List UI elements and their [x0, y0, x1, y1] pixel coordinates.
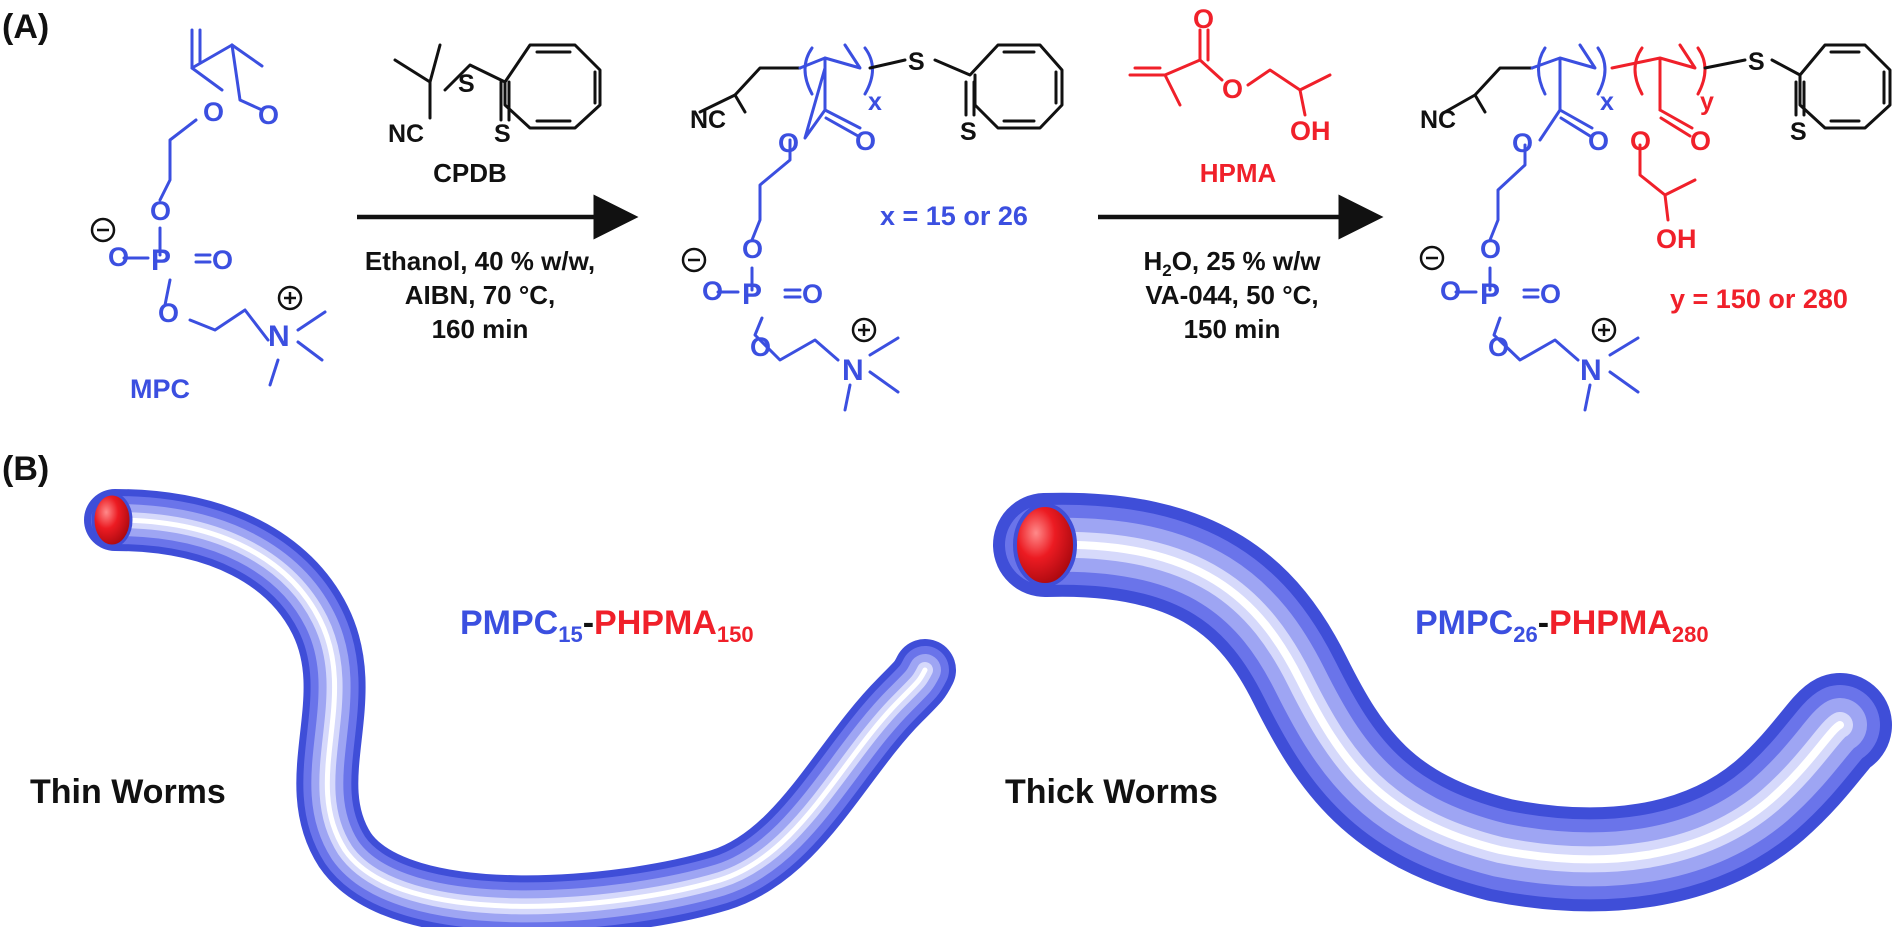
thin-worm-cap — [91, 492, 133, 548]
diblock-p-double-o: O — [1540, 279, 1561, 309]
hpma-ester-o: O — [1222, 74, 1243, 104]
x-value-label: x = 15 or 26 — [880, 201, 1028, 231]
thick-worm-composition: PMPC26-PHPMA280 — [1415, 604, 1709, 647]
diblock-copolymer-structure: NC S S x y O O O O OH O O P O O N — [1419, 43, 1892, 412]
cpdb-label: CPDB — [433, 158, 507, 188]
thick-worm-cap — [1013, 503, 1077, 587]
plus-charge-icon — [851, 317, 877, 343]
diblock-o1: O — [1480, 234, 1501, 264]
diblock-pmpc-ester-o: O — [1512, 128, 1533, 158]
thin-worm — [84, 489, 956, 927]
thick-worms-label: Thick Worms — [1005, 773, 1218, 811]
pmpc-thio-s: S — [908, 48, 925, 76]
pmpc-o1: O — [742, 234, 763, 264]
pmpc-carbonyl-o: O — [855, 126, 876, 156]
conditions-2: H2O, 25 % w/w VA-044, 50 °C, 150 min — [1143, 246, 1321, 344]
pmpc-ester-o: O — [778, 128, 799, 158]
hpma-structure: O O OH HPMA — [1128, 4, 1332, 188]
plus-charge-icon — [1591, 317, 1617, 343]
pmpc-o-minus: O — [702, 276, 723, 306]
hpma-label: HPMA — [1200, 158, 1277, 188]
diblock-hydroxyl: OH — [1656, 224, 1697, 254]
mpc-label: MPC — [130, 374, 190, 404]
mpc-carbonyl-o: O — [258, 100, 279, 130]
pmpc-thione-s: S — [960, 118, 977, 146]
diblock-thione-s: S — [1790, 118, 1807, 146]
diblock-phpma-ester-o: O — [1630, 126, 1651, 156]
conditions-1-line-1: Ethanol, 40 % w/w, — [365, 246, 595, 276]
hpma-hydroxyl: OH — [1290, 116, 1331, 146]
thick-worm — [993, 492, 1892, 912]
diblock-o-minus: O — [1440, 276, 1461, 306]
mpc-o-minus: O — [108, 242, 129, 272]
diblock-phosphorus: P — [1480, 278, 1500, 311]
plus-charge-icon — [277, 285, 303, 311]
panel-a-label: (A) — [2, 8, 49, 46]
conditions-1: Ethanol, 40 % w/w, AIBN, 70 °C, 160 min — [365, 246, 595, 344]
y-subscript: y — [1700, 88, 1714, 116]
conditions-1-line-3: 160 min — [432, 314, 529, 344]
pmpc-macro-cta-structure: NC S S x O O O O P O O N — [681, 43, 1064, 412]
panel-b-label: (B) — [2, 450, 49, 488]
minus-charge-icon — [90, 217, 116, 243]
mpc-o2: O — [158, 298, 179, 328]
diblock-o2: O — [1488, 332, 1509, 362]
mpc-o1: O — [150, 196, 171, 226]
thin-worms-label: Thin Worms — [30, 773, 226, 811]
conditions-1-line-2: AIBN, 70 °C, — [405, 280, 556, 310]
diblock-phpma-carbonyl-o: O — [1690, 126, 1711, 156]
mpc-p-double-o: O — [212, 245, 233, 275]
mpc-ester-o: O — [203, 97, 224, 127]
pmpc-p-double-o: O — [802, 279, 823, 309]
minus-charge-icon — [681, 247, 707, 273]
diblock-thio-s: S — [1748, 48, 1765, 76]
mpc-phosphorus: P — [151, 244, 171, 277]
diblock-pmpc-carbonyl-o: O — [1588, 126, 1609, 156]
hpma-carbonyl-o: O — [1193, 4, 1214, 34]
pmpc-phosphorus: P — [742, 278, 762, 311]
conditions-2-line-2: VA-044, 50 °C, — [1145, 280, 1318, 310]
conditions-2-line-3: 150 min — [1184, 314, 1281, 344]
x-subscript-2: x — [1600, 88, 1614, 116]
cpdb-thione-s: S — [494, 120, 511, 148]
y-value-label: y = 150 or 280 — [1670, 284, 1848, 314]
conditions-2-line-1: H2O, 25 % w/w — [1143, 246, 1321, 280]
mpc-nitrogen: N — [268, 320, 290, 353]
pmpc-nitrogen: N — [842, 354, 864, 387]
x-subscript-1: x — [868, 88, 882, 116]
pmpc-nitrile: NC — [690, 106, 726, 134]
cpdb-structure: S S NC CPDB — [388, 43, 602, 188]
pmpc-o2: O — [750, 332, 771, 362]
cpdb-thio-s: S — [458, 70, 475, 98]
minus-charge-icon — [1419, 245, 1445, 271]
mpc-structure: O O O O P O O N MPC — [90, 28, 327, 404]
diblock-nitrogen: N — [1580, 354, 1602, 387]
thin-worm-composition: PMPC15-PHPMA150 — [460, 604, 754, 647]
diblock-nitrile: NC — [1420, 106, 1456, 134]
cpdb-nitrile: NC — [388, 120, 424, 148]
